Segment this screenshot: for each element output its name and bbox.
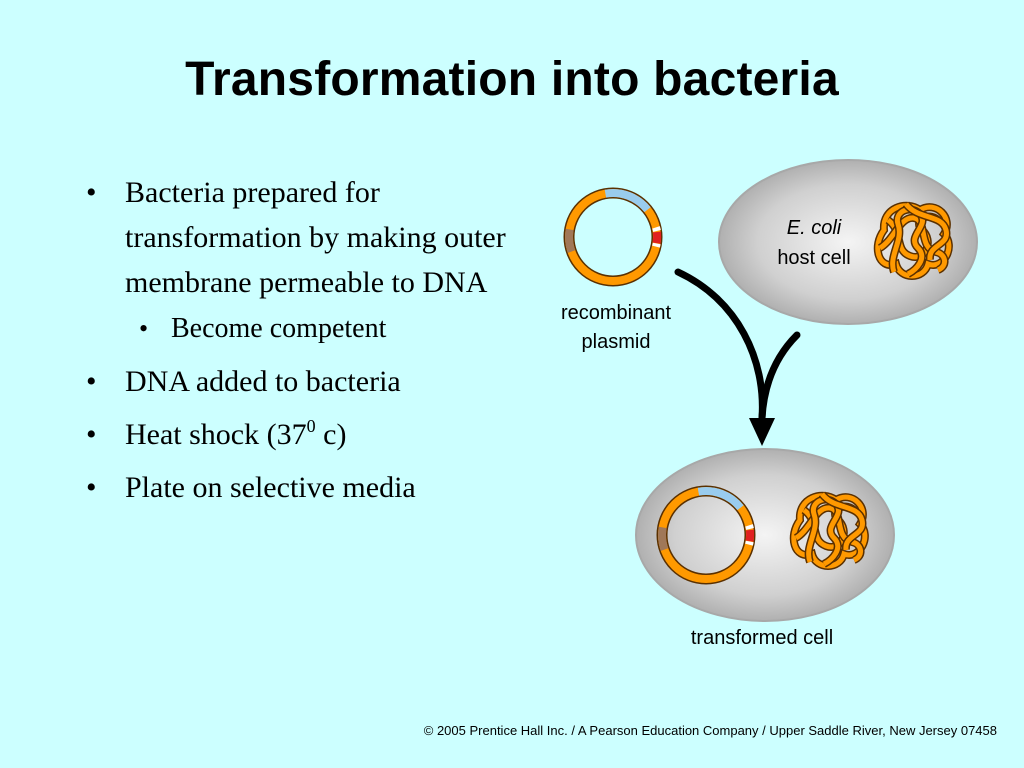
- bullet-text: Bacteria prepared for transformation by …: [125, 176, 506, 299]
- host-cell-species-label: E. coli: [787, 217, 842, 239]
- bullet-item: • Bacteria prepared for transformation b…: [86, 170, 516, 305]
- bullet-item: • Heat shock (370 c): [86, 412, 516, 457]
- bullet-dot-icon: •: [139, 314, 149, 343]
- bullet-dot-icon: •: [86, 471, 97, 504]
- slide-title: Transformation into bacteria: [185, 53, 839, 106]
- bullet-dot-icon: •: [86, 176, 97, 209]
- copyright-footer: © 2005 Prentice Hall Inc. / A Pearson Ed…: [423, 723, 997, 738]
- bullet-dot-icon: •: [86, 418, 97, 451]
- plasmid-label-line1: recombinant: [561, 302, 672, 324]
- bullet-text: Plate on selective media: [125, 471, 416, 504]
- bullet-text: Heat shock (370 c): [125, 416, 347, 451]
- bullet-item: • DNA added to bacteria: [86, 359, 516, 404]
- bullet-dot-icon: •: [86, 365, 97, 398]
- sub-bullet-item: • Become competent: [139, 309, 516, 349]
- merge-arrow-right: [758, 331, 801, 422]
- host-cell: [718, 159, 978, 325]
- bullet-item: • Plate on selective media: [86, 465, 516, 510]
- sub-bullet-text: Become competent: [171, 313, 387, 344]
- bullet-list: • Bacteria prepared for transformation b…: [86, 170, 516, 518]
- superscript-degree: 0: [306, 416, 316, 436]
- bullet-text: DNA added to bacteria: [125, 365, 401, 398]
- arrow-head-icon: [749, 418, 775, 446]
- host-cell-label: host cell: [777, 247, 850, 269]
- plasmid-label-line2: plasmid: [582, 331, 651, 353]
- transformed-cell-label: transformed cell: [691, 627, 833, 649]
- recombinant-plasmid-icon: [569, 193, 657, 281]
